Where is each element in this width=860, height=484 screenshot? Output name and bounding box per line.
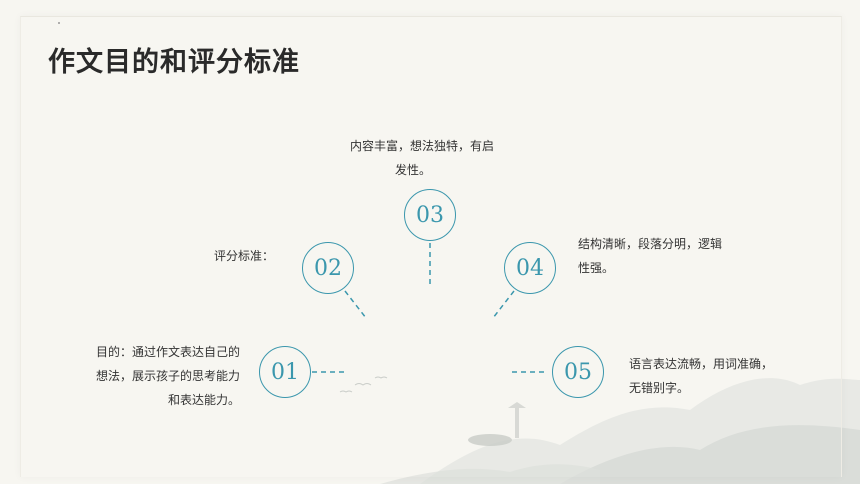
item-04-line: 结构清晰，段落分明，逻辑 [578,237,723,251]
item-01-line: 目的：通过作文表达自己的 [95,345,240,359]
item-02-line: 评分标准： [214,249,275,263]
connector-04 [492,290,515,319]
connector-02 [344,290,367,319]
item-05-line: 无错别字。 [629,381,690,395]
step-circle-03: 03 [404,189,456,241]
item-04-text: 结构清晰，段落分明，逻辑 性强。 [578,232,758,280]
item-04-line: 性强。 [578,261,615,275]
slide-frame [20,16,842,477]
item-03-line: 发性。 [395,163,432,177]
item-01-line: 和表达能力。 [167,393,240,407]
decorative-dot [58,22,60,24]
step-circle-02: 02 [302,242,354,294]
item-02-text: 评分标准： [214,244,294,268]
item-01-line: 想法，展示孩子的思考能力 [95,369,240,383]
item-05-line: 语言表达流畅，用词准确， [629,357,774,371]
step-circle-04: 04 [504,242,556,294]
item-05-text: 语言表达流畅，用词准确， 无错别字。 [629,352,809,400]
item-03-text: 内容丰富，想法独特，有启 发性。 [350,134,520,182]
item-01-text: 目的：通过作文表达自己的 想法，展示孩子的思考能力 和表达能力。 [76,340,240,412]
step-circle-01: 01 [259,346,311,398]
item-03-line: 内容丰富，想法独特，有启 [350,139,495,153]
step-circle-05: 05 [552,346,604,398]
slide-title: 作文目的和评分标准 [48,47,300,78]
